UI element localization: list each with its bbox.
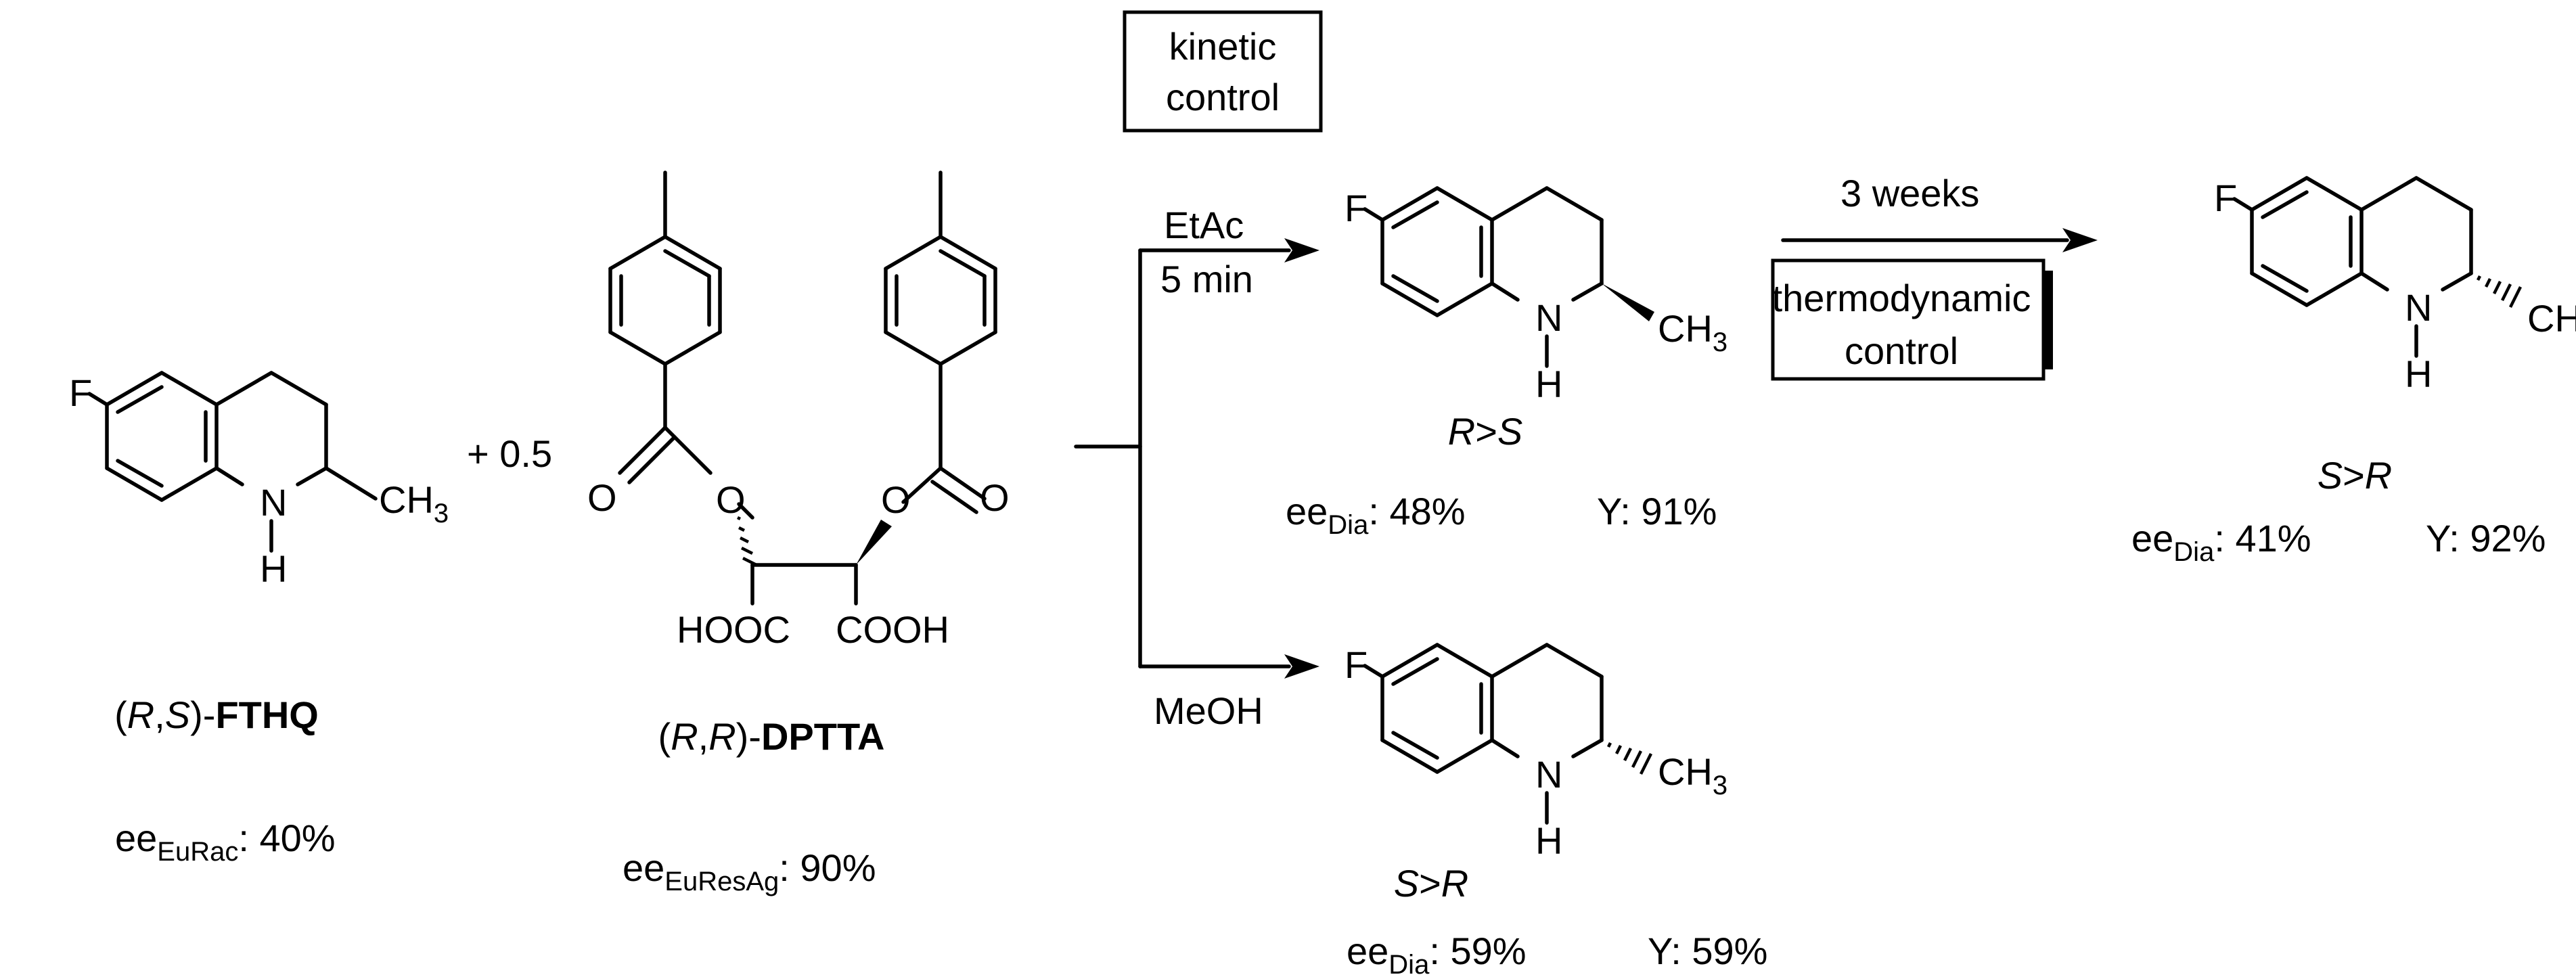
kinetic-label: kinetic xyxy=(1169,25,1277,68)
product-bottom-ratio: S>R xyxy=(1394,862,1469,905)
left-hashed-wedge xyxy=(736,516,758,567)
nitrogen-label: N xyxy=(260,481,287,524)
dptta-ester-o-right: O xyxy=(881,478,911,521)
product-top-yield: Y: 91% xyxy=(1597,490,1717,532)
product-thermo-methyl: CH3 xyxy=(2527,297,2576,347)
product-thermo-ee: eeDia: 41% xyxy=(2131,517,2311,567)
product-top-hydrogen: H xyxy=(1535,363,1562,405)
product-bottom-ee: eeDia: 59% xyxy=(1347,930,1527,979)
weeks-label: 3 weeks xyxy=(1840,172,1979,214)
meoh-label: MeOH xyxy=(1154,689,1263,732)
product-top-wedge xyxy=(1602,283,1654,321)
dptta-ester-o-left: O xyxy=(716,478,746,521)
dptta-ee: eeEuResAg: 90% xyxy=(623,846,876,896)
dptta-carbonyl-o-right: O xyxy=(980,476,1010,519)
time-label: 5 min xyxy=(1160,258,1253,300)
thermodynamic-control-box xyxy=(1771,258,2046,381)
fthq-ee: eeEuRac: 40% xyxy=(115,817,336,867)
fluorine-label: F xyxy=(69,371,92,414)
kinetic-control-box xyxy=(1123,10,1323,133)
product-top-methyl: CH3 xyxy=(1658,307,1727,357)
product-bottom-fluorine: F xyxy=(1345,643,1368,686)
dptta-cooh: COOH xyxy=(836,608,949,651)
product-thermo-hashed-wedge xyxy=(2476,275,2523,309)
product-thermo-hydrogen: H xyxy=(2405,352,2432,395)
nh-hydrogen-label: H xyxy=(260,547,287,590)
dptta-hooc: HOOC xyxy=(677,608,790,651)
kinetic-control-label: control xyxy=(1166,76,1280,118)
product-thermo-ratio: S>R xyxy=(2318,454,2393,497)
product-bottom-nitrogen: N xyxy=(1535,753,1562,796)
etac-label: EtAc xyxy=(1164,204,1244,246)
dptta-carbonyl-o-left: O xyxy=(587,476,617,519)
product-bottom-hashed-wedge xyxy=(1606,742,1653,775)
plus-label: + 0.5 xyxy=(467,432,552,475)
product-bottom-structure: F N H CH3 xyxy=(1345,643,1727,862)
weeks-arrowhead xyxy=(2062,228,2098,252)
product-top-structure: F N H CH3 xyxy=(1345,187,1727,405)
fthq-structure: F N H CH3 xyxy=(69,371,449,590)
thermodynamic-label: thermodynamic xyxy=(1772,277,2031,319)
thermodynamic-control-label: control xyxy=(1845,329,1958,372)
product-top-nitrogen: N xyxy=(1535,296,1562,339)
right-solid-wedge xyxy=(856,520,892,565)
product-thermo-nitrogen: N xyxy=(2405,286,2432,329)
product-top-ee: eeDia: 48% xyxy=(1286,490,1466,540)
product-bottom-hydrogen: H xyxy=(1535,819,1562,862)
methyl-label: CH3 xyxy=(379,478,449,528)
product-thermo-fluorine: F xyxy=(2214,177,2237,219)
dptta-structure: O O O O HOOC COOH xyxy=(587,170,1010,651)
product-bottom-methyl: CH3 xyxy=(1658,750,1727,800)
product-bottom-yield: Y: 59% xyxy=(1648,930,1767,972)
product-top-ratio: R>S xyxy=(1448,410,1523,453)
fthq-name: (R,S)-FTHQ xyxy=(114,693,319,736)
branching-arrows xyxy=(1074,238,1319,679)
dptta-name: (R,R)-DPTTA xyxy=(658,715,885,758)
product-thermo-structure: F N H CH3 xyxy=(2214,177,2576,395)
product-thermo-yield: Y: 92% xyxy=(2426,517,2546,560)
product-top-fluorine: F xyxy=(1345,187,1368,229)
